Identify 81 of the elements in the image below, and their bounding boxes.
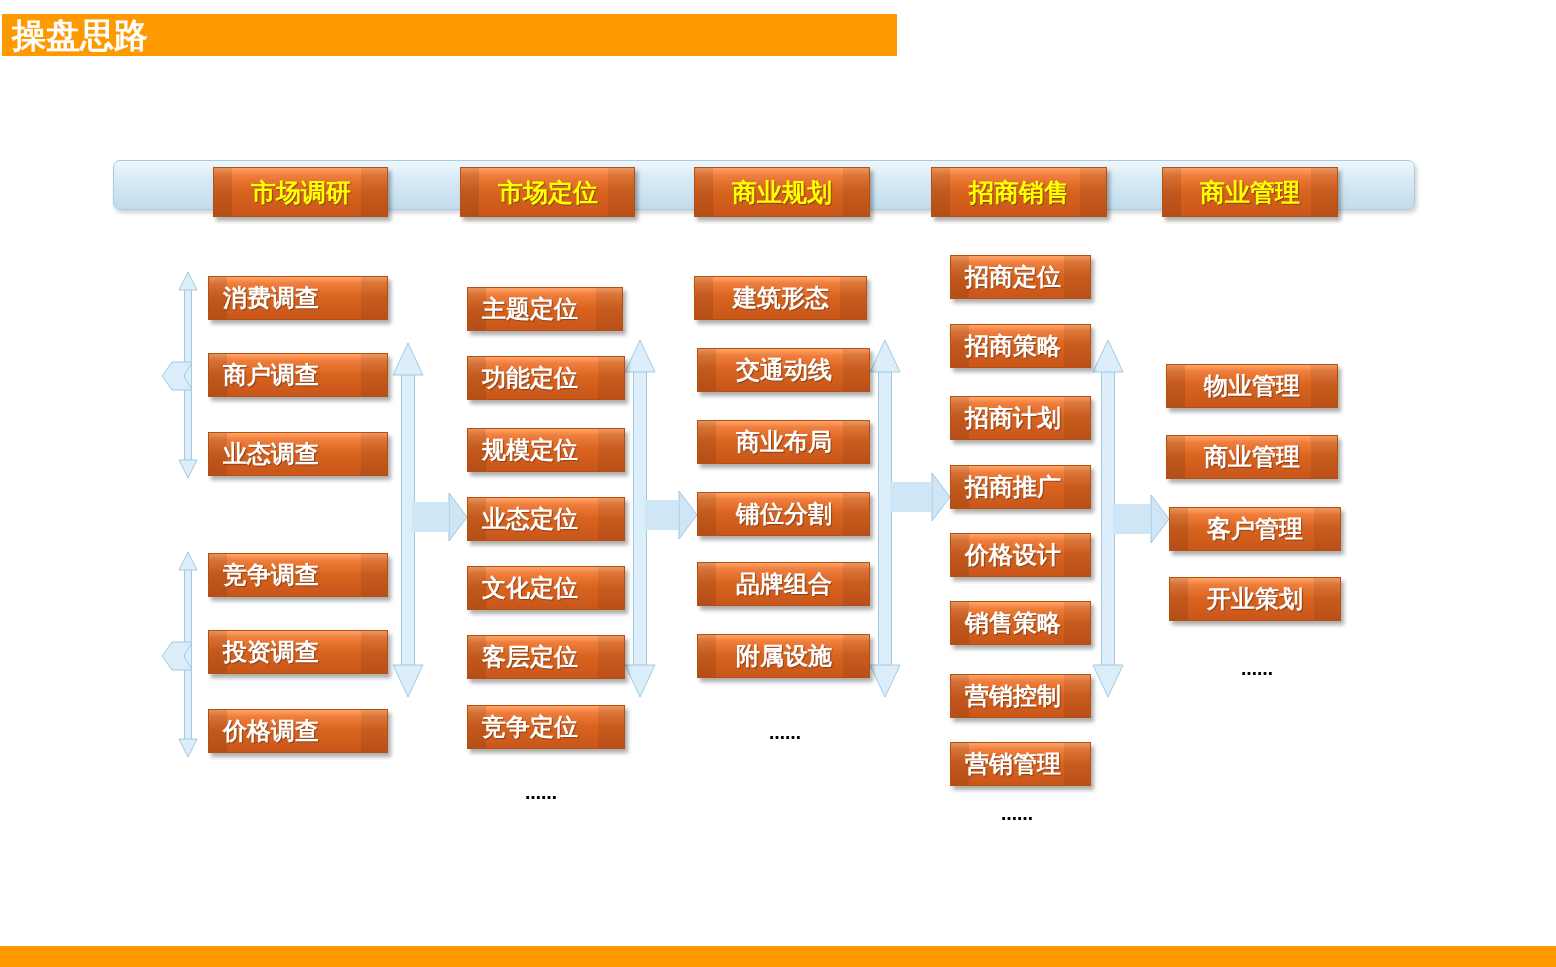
box-label: 竞争调查: [223, 563, 319, 587]
box-label: 销售策略: [965, 611, 1061, 635]
process-box: [208, 276, 388, 320]
process-box: [950, 601, 1091, 645]
header-box: [460, 167, 635, 217]
box-label: 开业策划: [1207, 587, 1303, 611]
box-label: 客户管理: [1207, 517, 1303, 541]
box-label: 营销控制: [965, 684, 1061, 708]
box-label: 物业管理: [1204, 374, 1300, 398]
process-box: [697, 348, 870, 392]
box-label: 市场定位: [497, 179, 598, 205]
box-label: 交通动线: [735, 358, 832, 382]
process-box: [1169, 507, 1341, 551]
box-label: 招商定位: [965, 265, 1061, 289]
process-box: [1169, 577, 1341, 621]
box-label: 价格调查: [223, 719, 319, 743]
ellipsis: ……: [525, 786, 557, 802]
process-box: [208, 432, 388, 476]
process-box: [467, 497, 625, 541]
title: 操盘思路: [12, 18, 148, 52]
box-label: 商业管理: [1200, 179, 1300, 205]
box-label: 投资调查: [223, 640, 319, 664]
arrow: [1113, 494, 1170, 544]
header-box: [1162, 167, 1338, 217]
ellipsis: ……: [1241, 662, 1273, 678]
process-box: [208, 353, 388, 397]
ellipsis: ……: [769, 726, 801, 742]
box-label: 客层定位: [482, 645, 578, 669]
box-label: 营销管理: [965, 752, 1061, 776]
box-label: 品牌组合: [735, 572, 832, 596]
process-box: [697, 492, 870, 536]
box-label: 商户调查: [223, 363, 319, 387]
box-label: 招商推广: [965, 475, 1061, 499]
box-label: 竞争定位: [482, 715, 578, 739]
ellipsis: ……: [1001, 807, 1033, 823]
header-box: [931, 167, 1107, 217]
box-label: 市场调研: [250, 179, 351, 205]
process-box: [208, 630, 388, 674]
process-box: [950, 742, 1091, 786]
box-label: 功能定位: [482, 366, 578, 390]
process-box: [697, 634, 870, 678]
process-box: [950, 465, 1091, 509]
box-label: 铺位分割: [735, 502, 832, 526]
box-label: 业态定位: [482, 507, 578, 531]
box-label: 业态调查: [223, 442, 319, 466]
process-box: [467, 705, 625, 749]
box-label: 主题定位: [482, 297, 578, 321]
box-label: 规模定位: [482, 438, 578, 462]
process-box: [950, 533, 1091, 577]
process-box: [208, 553, 388, 597]
box-label: 商业管理: [1204, 445, 1300, 469]
process-box: [950, 255, 1091, 299]
process-box: [467, 566, 625, 610]
process-box: [697, 420, 870, 464]
box-label: 附属设施: [735, 644, 832, 668]
process-box: [694, 276, 867, 320]
box-label: 建筑形态: [732, 286, 829, 310]
process-box: [950, 674, 1091, 718]
box-label: 消费调查: [223, 286, 319, 310]
box-label: 招商销售: [969, 179, 1069, 205]
process-box: [467, 428, 625, 472]
box-label: 招商策略: [965, 334, 1061, 358]
box-label: 价格设计: [965, 543, 1061, 567]
box-label: 商业规划: [732, 179, 832, 205]
header-box: [694, 167, 870, 217]
process-box: [950, 324, 1091, 368]
box-label: 招商计划: [965, 406, 1061, 430]
process-box: [208, 709, 388, 753]
process-box: [467, 356, 625, 400]
process-box: [467, 287, 623, 331]
process-box: [467, 635, 625, 679]
process-box: [1166, 435, 1338, 479]
process-box: [1166, 364, 1338, 408]
process-box: [697, 562, 870, 606]
box-label: 商业布局: [735, 430, 832, 454]
arrow: [645, 490, 698, 540]
arrow: [412, 492, 468, 542]
header-box: [213, 167, 388, 217]
process-box: [950, 396, 1091, 440]
box-label: 文化定位: [482, 576, 578, 600]
arrow: [890, 472, 951, 522]
